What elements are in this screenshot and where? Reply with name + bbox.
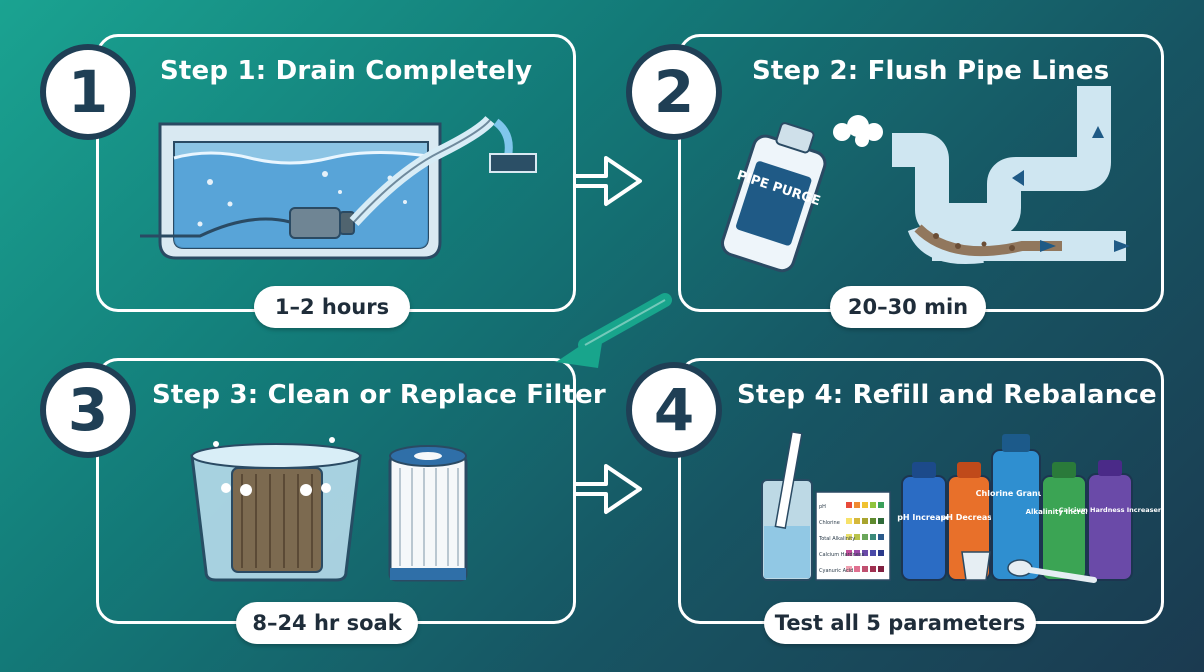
draining-tub-illustration [140,115,537,260]
chemical-bottle-calcium: Calcium Hardness Increaser [1059,460,1162,581]
pipe-purge-illustration: PIPE PURGE [720,86,1130,273]
step-4-title: Step 4: Refill and Rebalance [737,380,1157,410]
step-3-duration-badge: 8–24 hr soak [236,602,418,644]
chemical-bottle-chlorine: Chlorine Granules [976,434,1057,581]
step-4-number-badge: 4 [626,362,722,458]
step-2-duration-badge: 20–30 min [830,286,986,328]
test-kit-illustration: pH Chlorine Total Alkalinity Calcium Har… [761,430,1162,583]
step-2-title: Step 2: Flush Pipe Lines [752,56,1110,86]
chart-row-calcium: Calcium Hardness [819,552,865,558]
chemical-bottle-ph-increase: pH Increase [897,462,951,581]
step-1-duration-badge: 1–2 hours [254,286,410,328]
step-4-duration-badge: Test all 5 parameters [764,602,1036,644]
step-2-number-badge: 2 [626,44,722,140]
step-3-title: Step 3: Clean or Replace Filter [152,380,606,410]
step-3-number-badge: 3 [40,362,136,458]
chemical-bottle-alkalinity: Alkalinity Increaser [1026,462,1103,581]
step-1-number-badge: 1 [40,44,136,140]
chart-row-cyanuric: Cyanuric Acid [819,568,853,574]
bottle-label-alkalinity: Alkalinity Increaser [1026,508,1103,516]
filter-soak-illustration [190,437,468,582]
bottle-label-ph-increase: pH Increase [897,513,951,522]
bottle-label-ph-decrease: pH Decrease [941,513,999,522]
chart-row-chlorine: Chlorine [819,520,840,526]
bottle-label-calcium: Calcium Hardness Increaser [1059,506,1162,514]
chart-row-ph: pH [819,504,826,510]
chart-row-alkalinity: Total Alkalinity [818,536,855,542]
step-1-title: Step 1: Drain Completely [160,56,533,86]
bottle-label-chlorine: Chlorine Granules [976,489,1057,498]
